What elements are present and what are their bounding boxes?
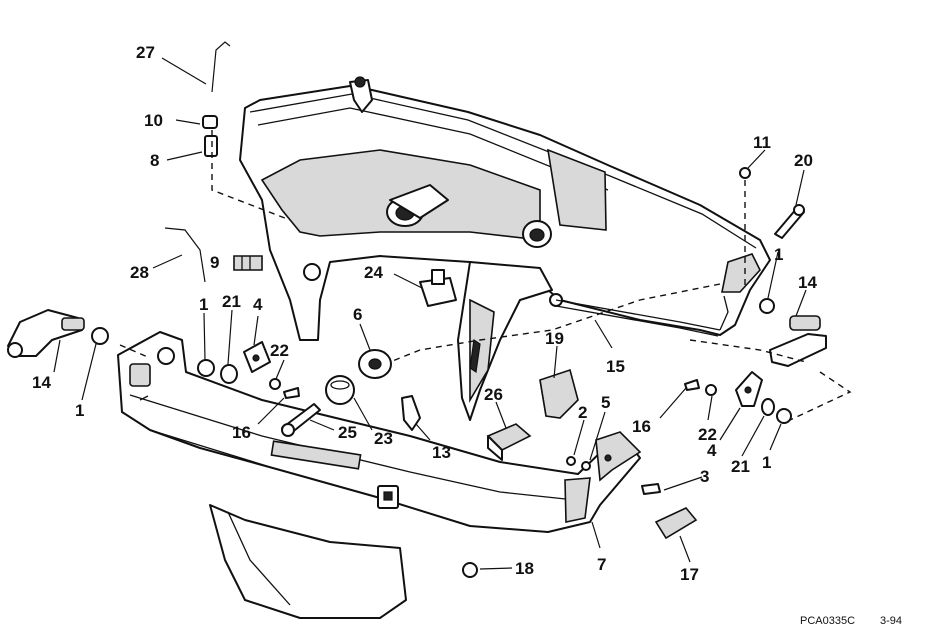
callout-4-right: 4 <box>707 441 717 460</box>
callout-4-left: 4 <box>253 295 263 314</box>
assembly-lines <box>119 130 852 421</box>
callout-15: 15 <box>606 357 625 376</box>
figure-code-id: PCA0335C <box>800 615 855 627</box>
leader-lines <box>53 57 807 570</box>
callout-11: 11 <box>753 133 771 152</box>
callout-5: 5 <box>601 393 610 412</box>
upper-motor-cover <box>239 76 771 341</box>
callout-23: 23 <box>374 429 393 448</box>
callout-14-left: 14 <box>32 373 51 392</box>
callout-2: 2 <box>578 403 587 422</box>
callout-26: 26 <box>484 385 503 404</box>
callout-3: 3 <box>700 467 709 486</box>
small-parts <box>7 41 827 578</box>
callout-16-left: 16 <box>232 423 251 442</box>
callout-24: 24 <box>364 263 383 282</box>
callout-21-left: 21 <box>222 292 241 311</box>
callout-1-right-bottom: 1 <box>762 453 771 472</box>
callout-25: 25 <box>338 423 357 442</box>
callout-22-right: 22 <box>698 425 717 444</box>
callout-7: 7 <box>597 555 606 574</box>
callout-17: 17 <box>680 565 699 584</box>
callout-21-right: 21 <box>731 457 750 476</box>
callout-16-right: 16 <box>632 417 651 436</box>
callout-13: 13 <box>432 443 451 462</box>
callout-28: 28 <box>130 263 149 282</box>
callout-14-right: 14 <box>798 273 817 292</box>
callout-1-left-bottom: 1 <box>75 401 84 420</box>
latch-rod <box>555 295 729 337</box>
callout-1-left-mid: 1 <box>199 295 208 314</box>
lower-motor-cover <box>117 331 642 619</box>
callout-20: 20 <box>794 151 813 170</box>
figure-code-date: 3-94 <box>880 615 902 627</box>
callout-19: 19 <box>545 329 564 348</box>
callout-10: 10 <box>144 111 163 130</box>
callout-8: 8 <box>150 151 159 170</box>
callout-27: 27 <box>136 43 155 62</box>
callout-6: 6 <box>353 305 362 324</box>
figure-code: PCA0335C 3-94 <box>800 615 902 627</box>
callout-1-right-top: 1 <box>774 245 783 264</box>
rear-pan <box>457 261 553 421</box>
callout-labels: 27 10 8 9 28 24 11 20 1 14 14 1 1 21 4 2… <box>32 43 817 584</box>
callout-22-left: 22 <box>270 341 289 360</box>
callout-9: 9 <box>210 253 219 272</box>
callout-18: 18 <box>515 559 534 578</box>
